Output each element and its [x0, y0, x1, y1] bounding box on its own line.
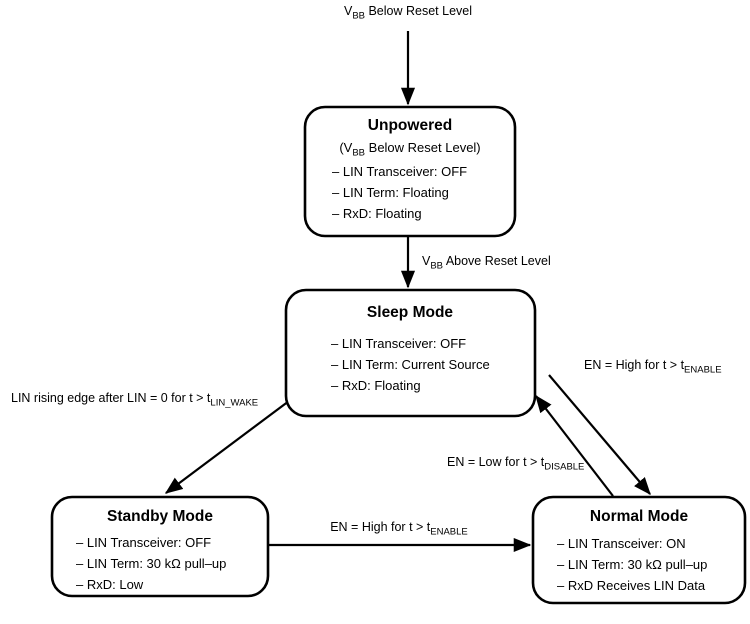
transition-sleep-to-standby-line: [164, 400, 290, 494]
state-node-standby-item: – RxD: Low: [76, 577, 144, 592]
state-node-normal[interactable]: Normal Mode – LIN Transceiver: ON – LIN …: [531, 495, 747, 605]
transition-normal-to-sleep: EN = Low for t > tDISABLE: [447, 394, 614, 497]
transition-entry-to-unpowered: VBB Below Reset Level: [344, 4, 472, 106]
state-node-sleep-shape[interactable]: [284, 288, 537, 418]
state-node-normal-item: – RxD Receives LIN Data: [557, 578, 706, 593]
transition-standby-to-normal: EN = High for t > tENABLE: [268, 520, 532, 553]
state-node-standby-item: – LIN Transceiver: OFF: [76, 535, 211, 550]
transition-normal-to-sleep-line: [535, 394, 614, 497]
state-node-unpowered[interactable]: Unpowered (VBB Below Reset Level) – LIN …: [303, 105, 517, 238]
transition-sleep-to-standby-label: LIN rising edge after LIN = 0 for t > tL…: [11, 391, 258, 409]
state-node-unpowered-item: – LIN Transceiver: OFF: [332, 164, 467, 179]
state-node-sleep[interactable]: Sleep Mode – LIN Transceiver: OFF – LIN …: [284, 288, 537, 418]
state-node-normal-title: Normal Mode: [590, 508, 689, 525]
transition-sleep-to-normal-line: [548, 374, 651, 496]
state-node-unpowered-item: – RxD: Floating: [332, 206, 422, 221]
state-node-sleep-item: – RxD: Floating: [331, 378, 421, 393]
transition-sleep-to-normal-label: EN = High for t > tENABLE: [584, 358, 722, 376]
transition-sleep-to-normal: EN = High for t > tENABLE: [548, 358, 722, 496]
state-node-standby-title: Standby Mode: [107, 508, 213, 525]
transition-normal-to-sleep-label: EN = Low for t > tDISABLE: [447, 455, 584, 473]
transition-sleep-to-standby: LIN rising edge after LIN = 0 for t > tL…: [11, 391, 290, 494]
state-node-normal-shape[interactable]: [531, 495, 747, 605]
state-node-sleep-item: – LIN Transceiver: OFF: [331, 336, 466, 351]
state-node-unpowered-title: Unpowered: [368, 117, 452, 134]
state-node-standby-item: – LIN Term: 30 kΩ pull–up: [76, 556, 226, 571]
transition-unpowered-to-sleep-label: VBB Above Reset Level: [422, 254, 551, 272]
transition-entry-to-unpowered-label: VBB Below Reset Level: [344, 4, 472, 22]
state-node-sleep-title: Sleep Mode: [367, 304, 454, 321]
state-node-unpowered-shape[interactable]: [303, 105, 517, 238]
transition-standby-to-normal-label: EN = High for t > tENABLE: [330, 520, 468, 538]
state-node-standby[interactable]: Standby Mode – LIN Transceiver: OFF – LI…: [50, 495, 270, 598]
state-node-unpowered-item: – LIN Term: Floating: [332, 185, 449, 200]
state-node-sleep-item: – LIN Term: Current Source: [331, 357, 490, 372]
state-node-normal-item: – LIN Transceiver: ON: [557, 536, 686, 551]
state-node-standby-shape[interactable]: [50, 495, 270, 598]
transition-unpowered-to-sleep: VBB Above Reset Level: [400, 237, 551, 289]
state-node-unpowered-subtitle: (VBB Below Reset Level): [339, 140, 480, 159]
state-node-normal-item: – LIN Term: 30 kΩ pull–up: [557, 557, 707, 572]
